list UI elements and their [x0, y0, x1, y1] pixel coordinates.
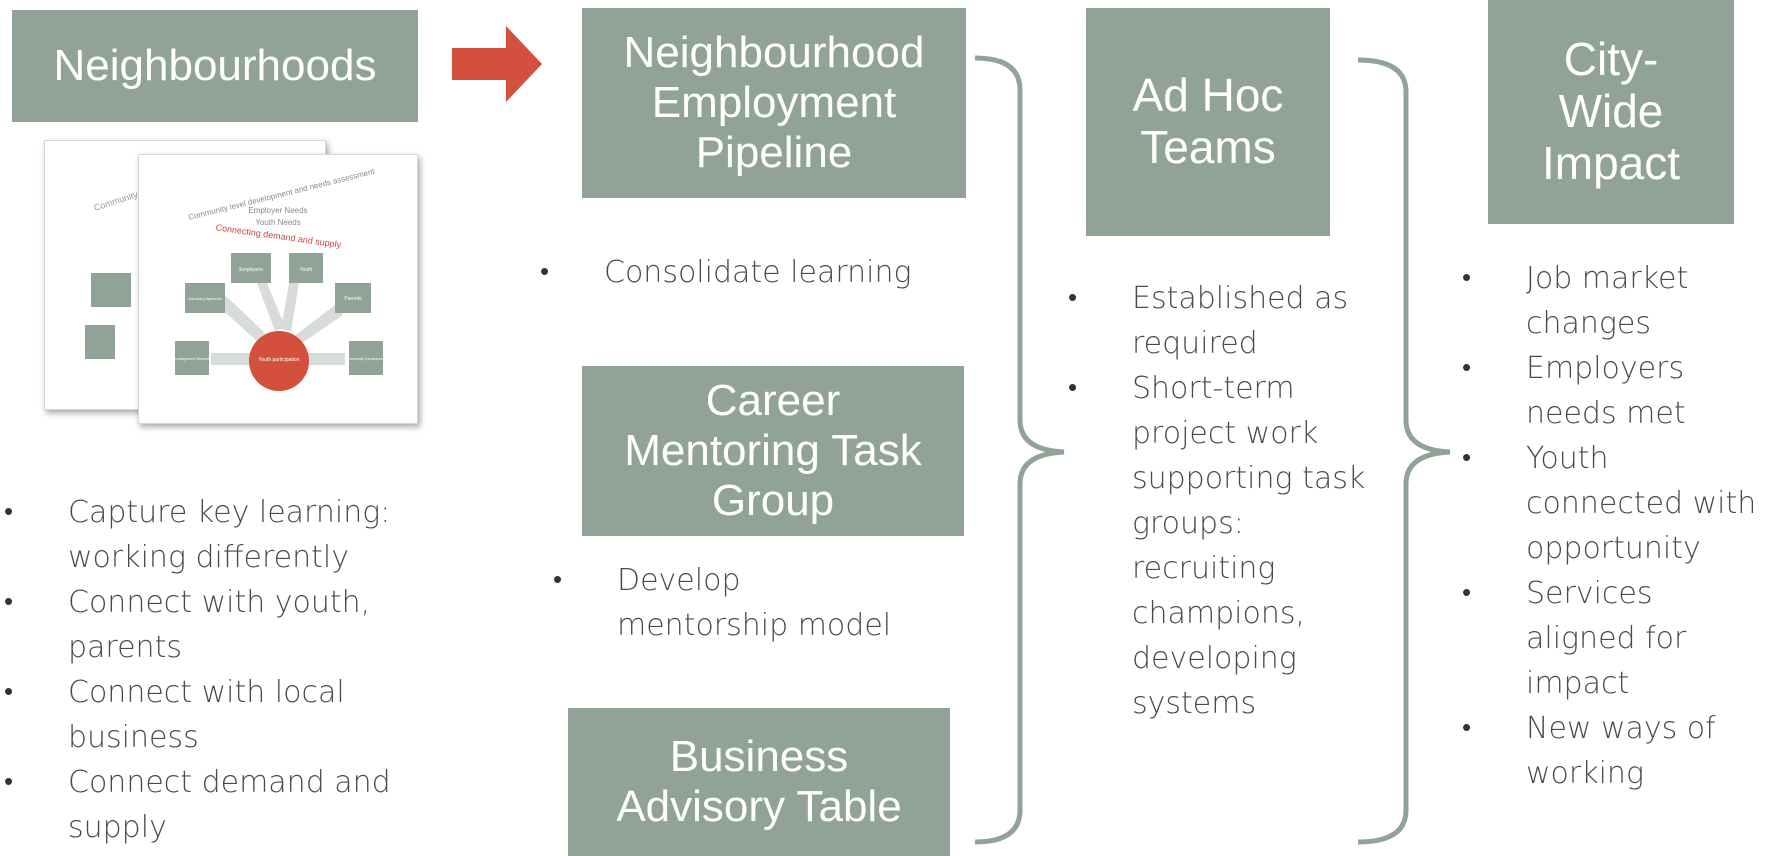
thumb-node-community-label: Community Development	[344, 356, 390, 361]
thumb-arc-line2: Employer Needs	[248, 206, 307, 215]
thumb-node-community	[349, 341, 383, 375]
thumb-node-youth	[289, 253, 323, 283]
list-item: Short-term project work supporting task …	[1068, 366, 1388, 726]
thumb-node-parents	[335, 283, 371, 313]
neighbourhoods-box: Neighbourhoods	[12, 10, 418, 122]
thumb-node-employment	[175, 341, 209, 375]
left-brace-bracket	[974, 55, 1065, 845]
list-item: Capture key learning: working differentl…	[4, 490, 464, 580]
thumb-node-youth-label: Youth	[300, 267, 313, 273]
thumb-center-label: Youth participation	[259, 357, 300, 363]
list-item: Services aligned for impact	[1462, 571, 1768, 706]
citywide-box: City- Wide Impact	[1488, 0, 1734, 224]
list-item: Consolidate learning	[540, 250, 940, 295]
list-item: New ways of working	[1462, 706, 1768, 796]
thumb-node-voluntary-label: Voluntary Agencies	[188, 296, 222, 301]
thumb-node-employment-label: Employment Services	[173, 356, 212, 361]
pipeline-list: Consolidate learning	[540, 250, 940, 295]
list-item: Job market changes	[1462, 256, 1768, 346]
list-item: Develop mentorship model	[553, 558, 913, 648]
thumb-node-employers	[231, 253, 271, 283]
advisory-box: Business Advisory Table	[568, 708, 950, 856]
thumb-node-employers-label: Employers	[239, 267, 263, 273]
thumb-node-parents-label: Parents	[344, 296, 362, 302]
thumb-center-circle	[249, 331, 309, 391]
list-item: Youth connected with opportunity	[1462, 436, 1768, 571]
adhoc-list: Established as required Short-term proje…	[1068, 276, 1388, 726]
list-item: Connect with youth, parents	[4, 580, 464, 670]
list-item: Employers needs met	[1462, 346, 1768, 436]
right-arrow-icon	[452, 26, 542, 102]
thumb-back-node	[85, 325, 115, 359]
thumb-back-node	[91, 273, 131, 307]
adhoc-box: Ad Hoc Teams	[1086, 8, 1330, 236]
thumb-node-voluntary	[185, 283, 225, 313]
list-item: Connect demand and supply	[4, 760, 464, 850]
thumbnail-front: Community level development and needs as…	[138, 154, 418, 424]
list-item: Connect with local business	[4, 670, 464, 760]
mentoring-box: Career Mentoring Task Group	[582, 366, 964, 536]
neighbourhoods-list: Capture key learning: working differentl…	[4, 490, 464, 850]
mentoring-list: Develop mentorship model	[553, 558, 913, 648]
citywide-list: Job market changes Employers needs met Y…	[1462, 256, 1768, 796]
list-item: Established as required	[1068, 276, 1388, 366]
pipeline-box: Neighbourhood Employment Pipeline	[582, 8, 966, 198]
thumb-arc-line3: Youth Needs	[255, 218, 301, 227]
right-brace-bracket	[1357, 57, 1451, 845]
